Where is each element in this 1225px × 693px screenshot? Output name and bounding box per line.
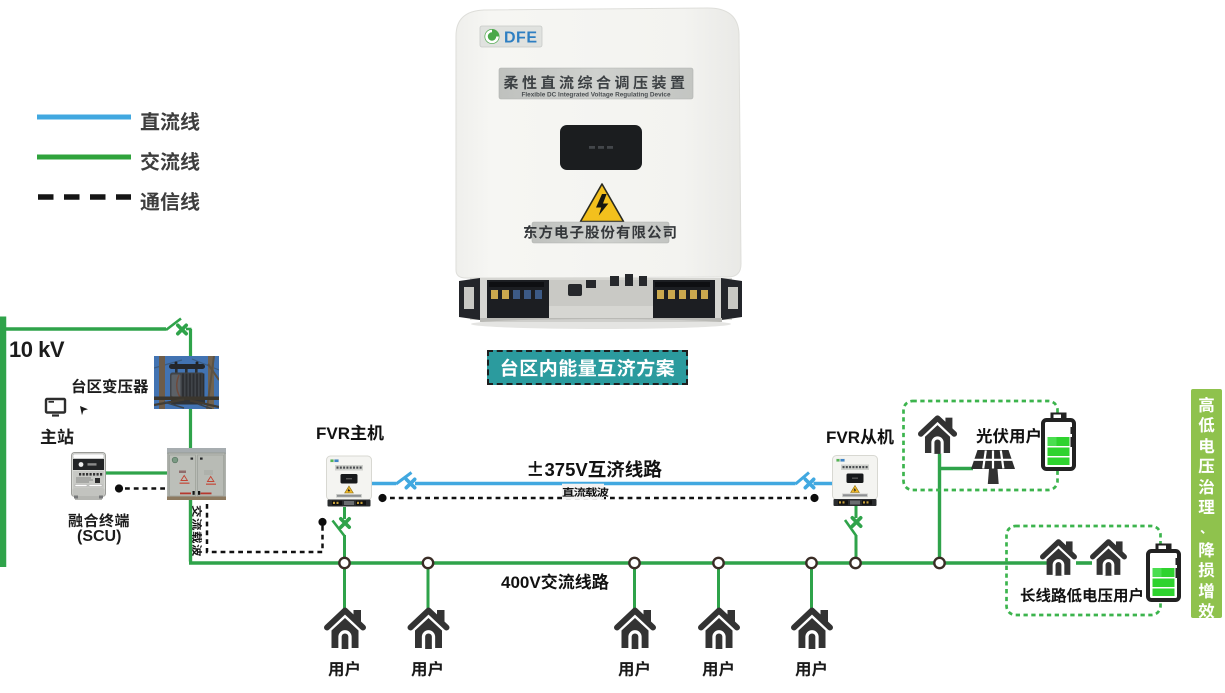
svg-text:柔性直流综合调压装置: 柔性直流综合调压装置 (503, 72, 688, 93)
svg-text:DFE: DFE (504, 30, 538, 47)
svg-text:Flexible DC Integrated Voltage: Flexible DC Integrated Voltage Regulatin… (521, 92, 670, 99)
svg-text:东方电子股份有限公司: 东方电子股份有限公司 (523, 222, 678, 243)
